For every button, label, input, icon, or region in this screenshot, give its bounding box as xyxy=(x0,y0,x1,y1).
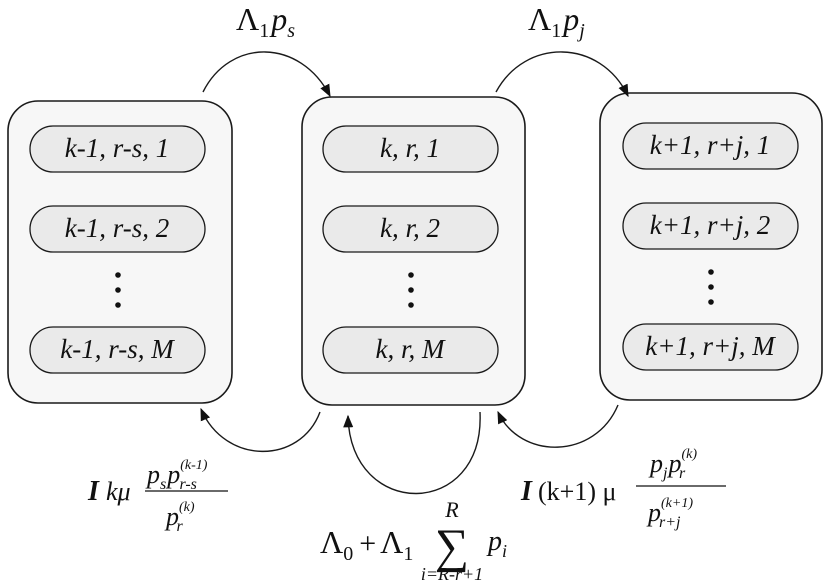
vertical-ellipsis-icon xyxy=(115,272,121,308)
summation-icon: ∑ xyxy=(435,520,469,573)
summand: pi xyxy=(486,526,507,561)
arrival-arrow-middle-to-right xyxy=(495,51,629,98)
state-pill xyxy=(322,326,499,374)
arrival-rate-right-label: Λ1pj xyxy=(528,1,585,42)
state-node: k-1, r-s, 1 xyxy=(29,125,206,173)
state-pill xyxy=(322,125,499,173)
self-loop-lead-terms: Λ0+Λ1 xyxy=(320,524,413,565)
state-node: k+1, r+j, 2 xyxy=(622,202,799,250)
arrival-rate-left-label: Λ1ps xyxy=(236,1,295,42)
state-label: k, r, 1 xyxy=(380,133,440,163)
state-pill xyxy=(29,326,206,374)
left-state-group: k-1, r-s, 1 k-1, r-s, 2 k-1, r-s, M xyxy=(7,100,233,404)
state-pill xyxy=(29,205,206,253)
state-node: k-1, r-s, 2 xyxy=(29,205,206,253)
state-pill xyxy=(29,125,206,173)
state-pill xyxy=(622,122,799,170)
state-node: k+1, r+j, M xyxy=(622,323,799,371)
sum-upper-limit: R xyxy=(444,497,459,522)
state-pill xyxy=(622,323,799,371)
vertical-ellipsis-icon xyxy=(708,269,714,305)
indicator-symbol: I xyxy=(520,476,533,507)
service-rate: (k+1) μ xyxy=(538,477,616,506)
state-node: k, r, 2 xyxy=(322,205,499,253)
state-label: k-1, r-s, 1 xyxy=(65,133,169,163)
indicator-symbol: I xyxy=(87,476,100,507)
fraction-numerator: pjp(k)r xyxy=(648,447,697,482)
state-label: k+1, r+j, 1 xyxy=(650,130,770,160)
state-node: k-1, r-s, M xyxy=(29,326,206,374)
service-rate: kμ xyxy=(106,477,131,506)
state-node: k, r, 1 xyxy=(322,125,499,173)
service-rate-right-label: I (k+1) μ pjp(k)r p(k+1)r+j xyxy=(520,447,726,531)
state-node: k, r, M xyxy=(322,326,499,374)
right-state-group: k+1, r+j, 1 k+1, r+j, 2 k+1, r+j, M xyxy=(599,92,823,401)
sum-lower-limit: i=R-r+1 xyxy=(421,564,483,584)
state-label: k+1, r+j, 2 xyxy=(650,210,770,240)
state-label: k-1, r-s, 2 xyxy=(65,213,169,243)
middle-state-group: k, r, 1 k, r, 2 k, r, M xyxy=(301,96,526,406)
service-arrow-right-to-middle xyxy=(497,404,619,448)
state-label: k, r, 2 xyxy=(380,213,440,243)
fraction-denominator: p(k+1)r+j xyxy=(646,496,693,531)
state-node: k+1, r+j, 1 xyxy=(622,122,799,170)
state-pill xyxy=(322,205,499,253)
state-label: k+1, r+j, M xyxy=(645,331,776,361)
self-loop-arrow xyxy=(343,411,481,495)
self-loop-rate-label: Λ0+Λ1 R ∑ i=R-r+1 pi xyxy=(320,497,507,584)
fraction-denominator: p(k)r xyxy=(164,500,195,535)
state-pill xyxy=(622,202,799,250)
service-arrow-middle-to-left xyxy=(200,407,321,453)
state-label: k, r, M xyxy=(376,334,446,364)
fraction-numerator: psp(k-1)r-s xyxy=(145,458,208,493)
service-rate-left-label: I kμ psp(k-1)r-s p(k)r xyxy=(87,458,228,535)
vertical-ellipsis-icon xyxy=(408,272,414,308)
state-label: k-1, r-s, M xyxy=(60,334,175,364)
arrival-arrow-left-to-middle xyxy=(202,51,331,98)
